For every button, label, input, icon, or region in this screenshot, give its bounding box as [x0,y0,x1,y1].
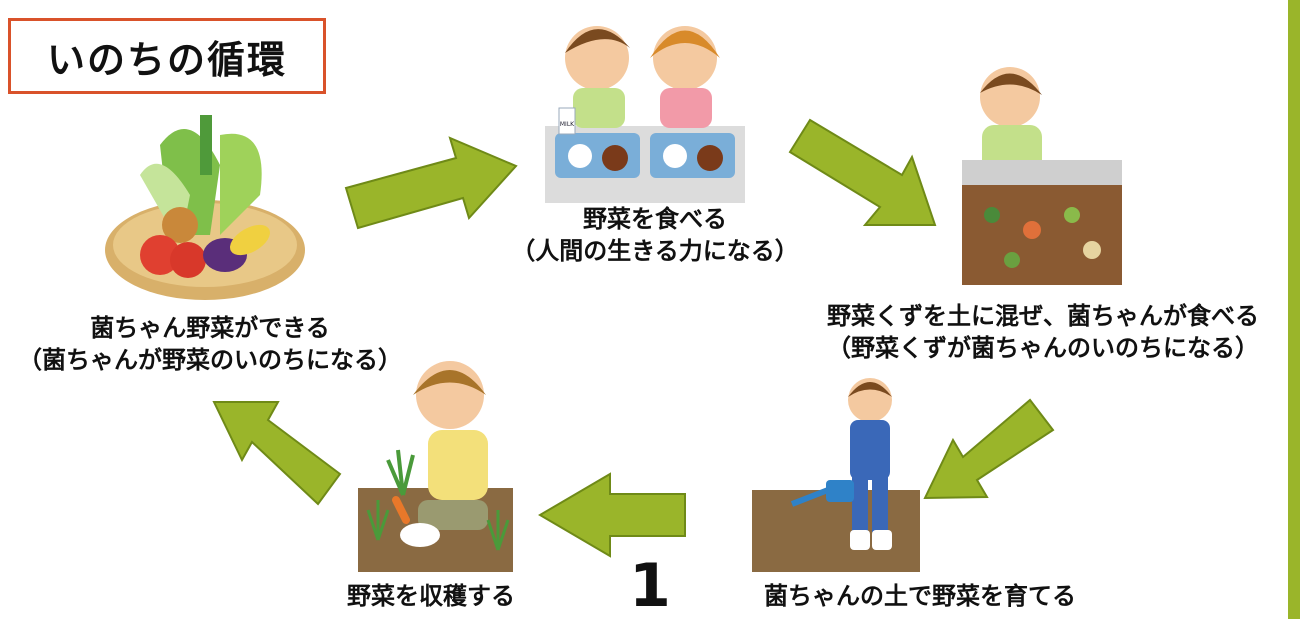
side-accent-bar [1288,0,1300,619]
boy-mixing-soil-illustration [962,67,1122,285]
caption-mix-line1: 野菜くずを土に混ぜ、菌ちゃんが食べる [827,302,1259,330]
cycle-arrow-raise-to-harvest [538,472,686,558]
caption-grow-line1: 菌ちゃん野菜ができる [90,314,330,342]
caption-raise-line1: 菌ちゃんの土で野菜を育てる [764,582,1076,610]
cycle-arrow-grow-to-eat [344,136,518,230]
children-eating-illustration: MILK [545,26,745,203]
cycle-arrow-harvest-to-grow [212,401,342,506]
caption-eat-line2: （人間の生きる力になる） [511,237,799,265]
caption-grow-line2: （菌ちゃんが野菜のいのちになる） [18,346,402,374]
caption-eat: 野菜を食べる （人間の生きる力になる） [495,203,815,267]
vegetable-basket-illustration [105,115,305,300]
cycle-arrow-eat-to-mix [788,118,937,226]
caption-mix-line2: （野菜くずが菌ちゃんのいのちになる） [827,334,1259,362]
cycle-arrow-mix-to-raise [923,398,1055,500]
boy-watering-illustration [752,378,920,572]
caption-mix: 野菜くずを土に混ぜ、菌ちゃんが食べる （野菜くずが菌ちゃんのいのちになる） [805,300,1281,364]
caption-harvest-line1: 野菜を収穫する [347,582,515,610]
milk-label: MILK [560,121,575,128]
caption-grow: 菌ちゃん野菜ができる （菌ちゃんが野菜のいのちになる） [0,312,420,376]
caption-eat-line1: 野菜を食べる [583,205,727,233]
girl-harvesting-illustration [358,361,513,572]
caption-raise: 菌ちゃんの土で野菜を育てる [725,580,1115,612]
title-text: いのちの循環 [46,37,287,82]
caption-harvest: 野菜を収穫する [316,580,546,612]
page-title: いのちの循環 [8,18,326,94]
page-number: 1 [629,551,671,621]
